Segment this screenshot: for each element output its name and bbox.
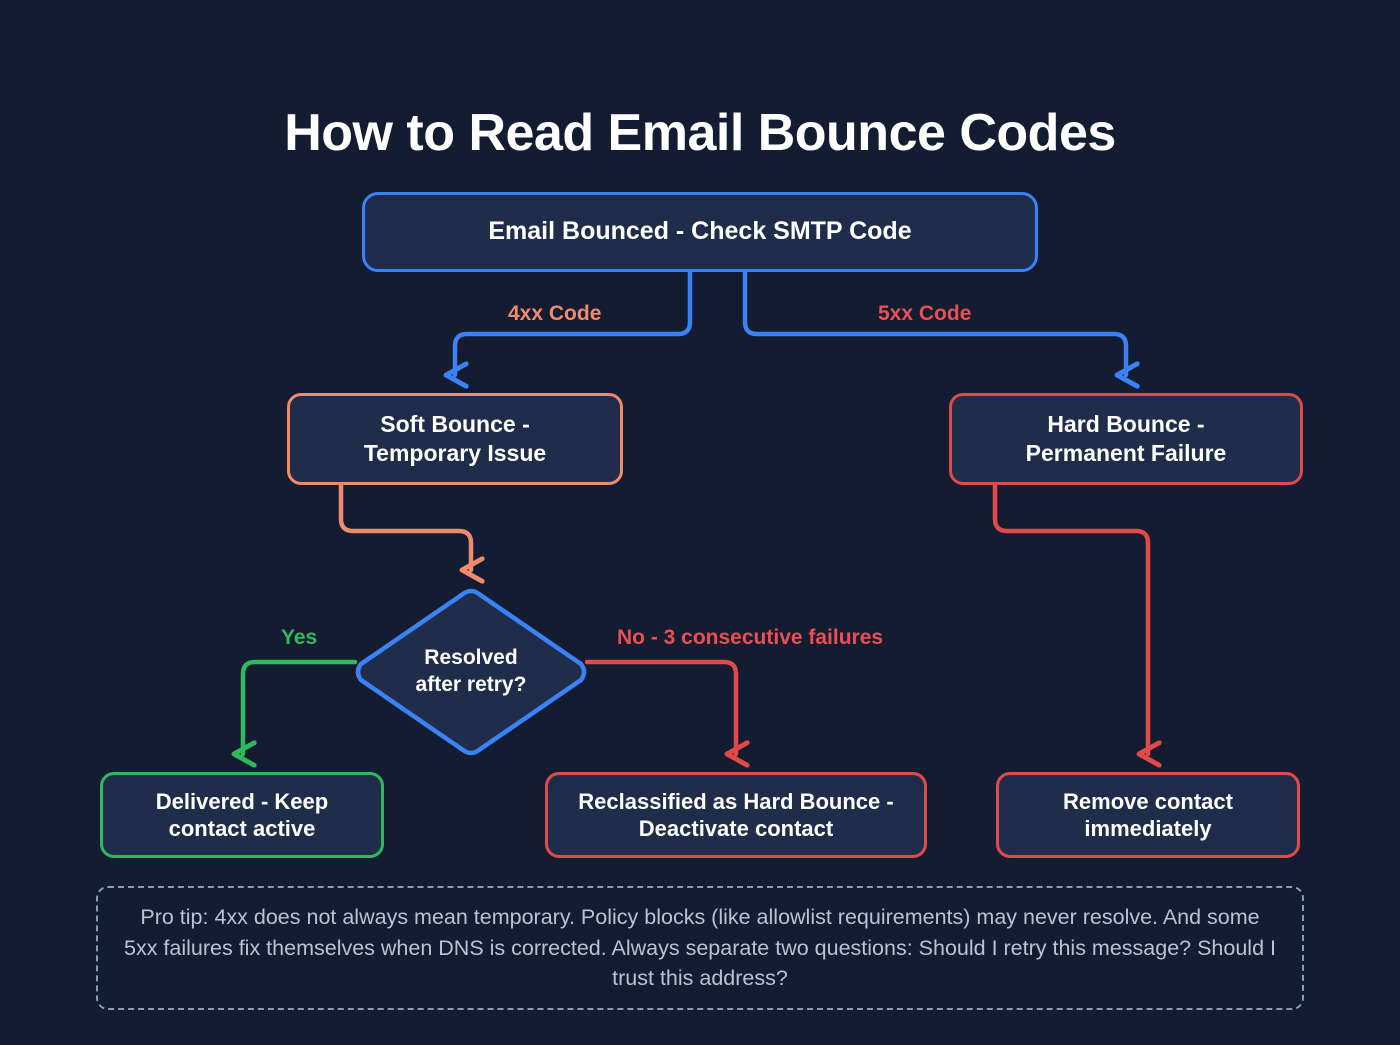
node-soft-bounce[interactable]: Soft Bounce - Temporary Issue (287, 393, 623, 485)
page-title: How to Read Email Bounce Codes (284, 103, 1116, 162)
node-email-bounced-check-smtp-code[interactable]: Email Bounced - Check SMTP Code (362, 192, 1038, 272)
node-delivered-line2: contact active (168, 816, 316, 841)
edge-decision-to-reclassified (584, 659, 736, 754)
edge-root-to-soft-bounce (455, 269, 693, 375)
edge-label-4xx-code: 4xx Code (508, 302, 602, 325)
edge-root-to-hard-bounce (742, 269, 1126, 375)
node-root-label: Email Bounced - Check SMTP Code (488, 217, 912, 246)
edge-decision-to-delivered (243, 659, 358, 754)
edge-label-yes: Yes (281, 626, 318, 649)
node-decision-line1: Resolved (424, 646, 518, 670)
node-delivered-keep-contact-active[interactable]: Delivered - Keep contact active (100, 772, 384, 858)
diamond-shape (355, 588, 587, 756)
node-decision-label-wrap: Resolved after retry? (355, 588, 587, 756)
node-hard-bounce[interactable]: Hard Bounce - Permanent Failure (949, 393, 1303, 485)
node-decision-line2: after retry? (415, 673, 527, 696)
pro-tip-callout: Pro tip: 4xx does not always mean tempor… (96, 886, 1304, 1010)
node-hard-bounce-line2: Permanent Failure (1025, 440, 1227, 466)
node-reclassified-line1: Reclassified as Hard Bounce - (578, 788, 894, 814)
node-decision-resolved-after-retry[interactable]: Resolved after retry? (355, 588, 587, 756)
node-remove-line2: immediately (1084, 816, 1212, 841)
node-hard-bounce-line1: Hard Bounce - (1047, 411, 1205, 438)
node-remove-line1: Remove contact (1063, 788, 1233, 814)
pro-tip-text: Pro tip: 4xx does not always mean tempor… (124, 905, 1276, 991)
node-soft-bounce-line2: Temporary Issue (363, 440, 547, 466)
edge-label-no: No - 3 consecutive failures (617, 626, 884, 649)
node-soft-bounce-line1: Soft Bounce - (380, 411, 530, 438)
node-reclassified-line2: Deactivate contact (638, 816, 834, 841)
edge-label-5xx-code: 5xx Code (878, 302, 972, 325)
node-remove-contact-immediately[interactable]: Remove contact immediately (996, 772, 1300, 858)
node-delivered-line1: Delivered - Keep (155, 788, 329, 814)
node-reclassified-as-hard-bounce[interactable]: Reclassified as Hard Bounce - Deactivate… (545, 772, 927, 858)
edge-hard-bounce-to-remove (992, 482, 1148, 754)
edge-soft-bounce-to-decision (338, 482, 471, 570)
